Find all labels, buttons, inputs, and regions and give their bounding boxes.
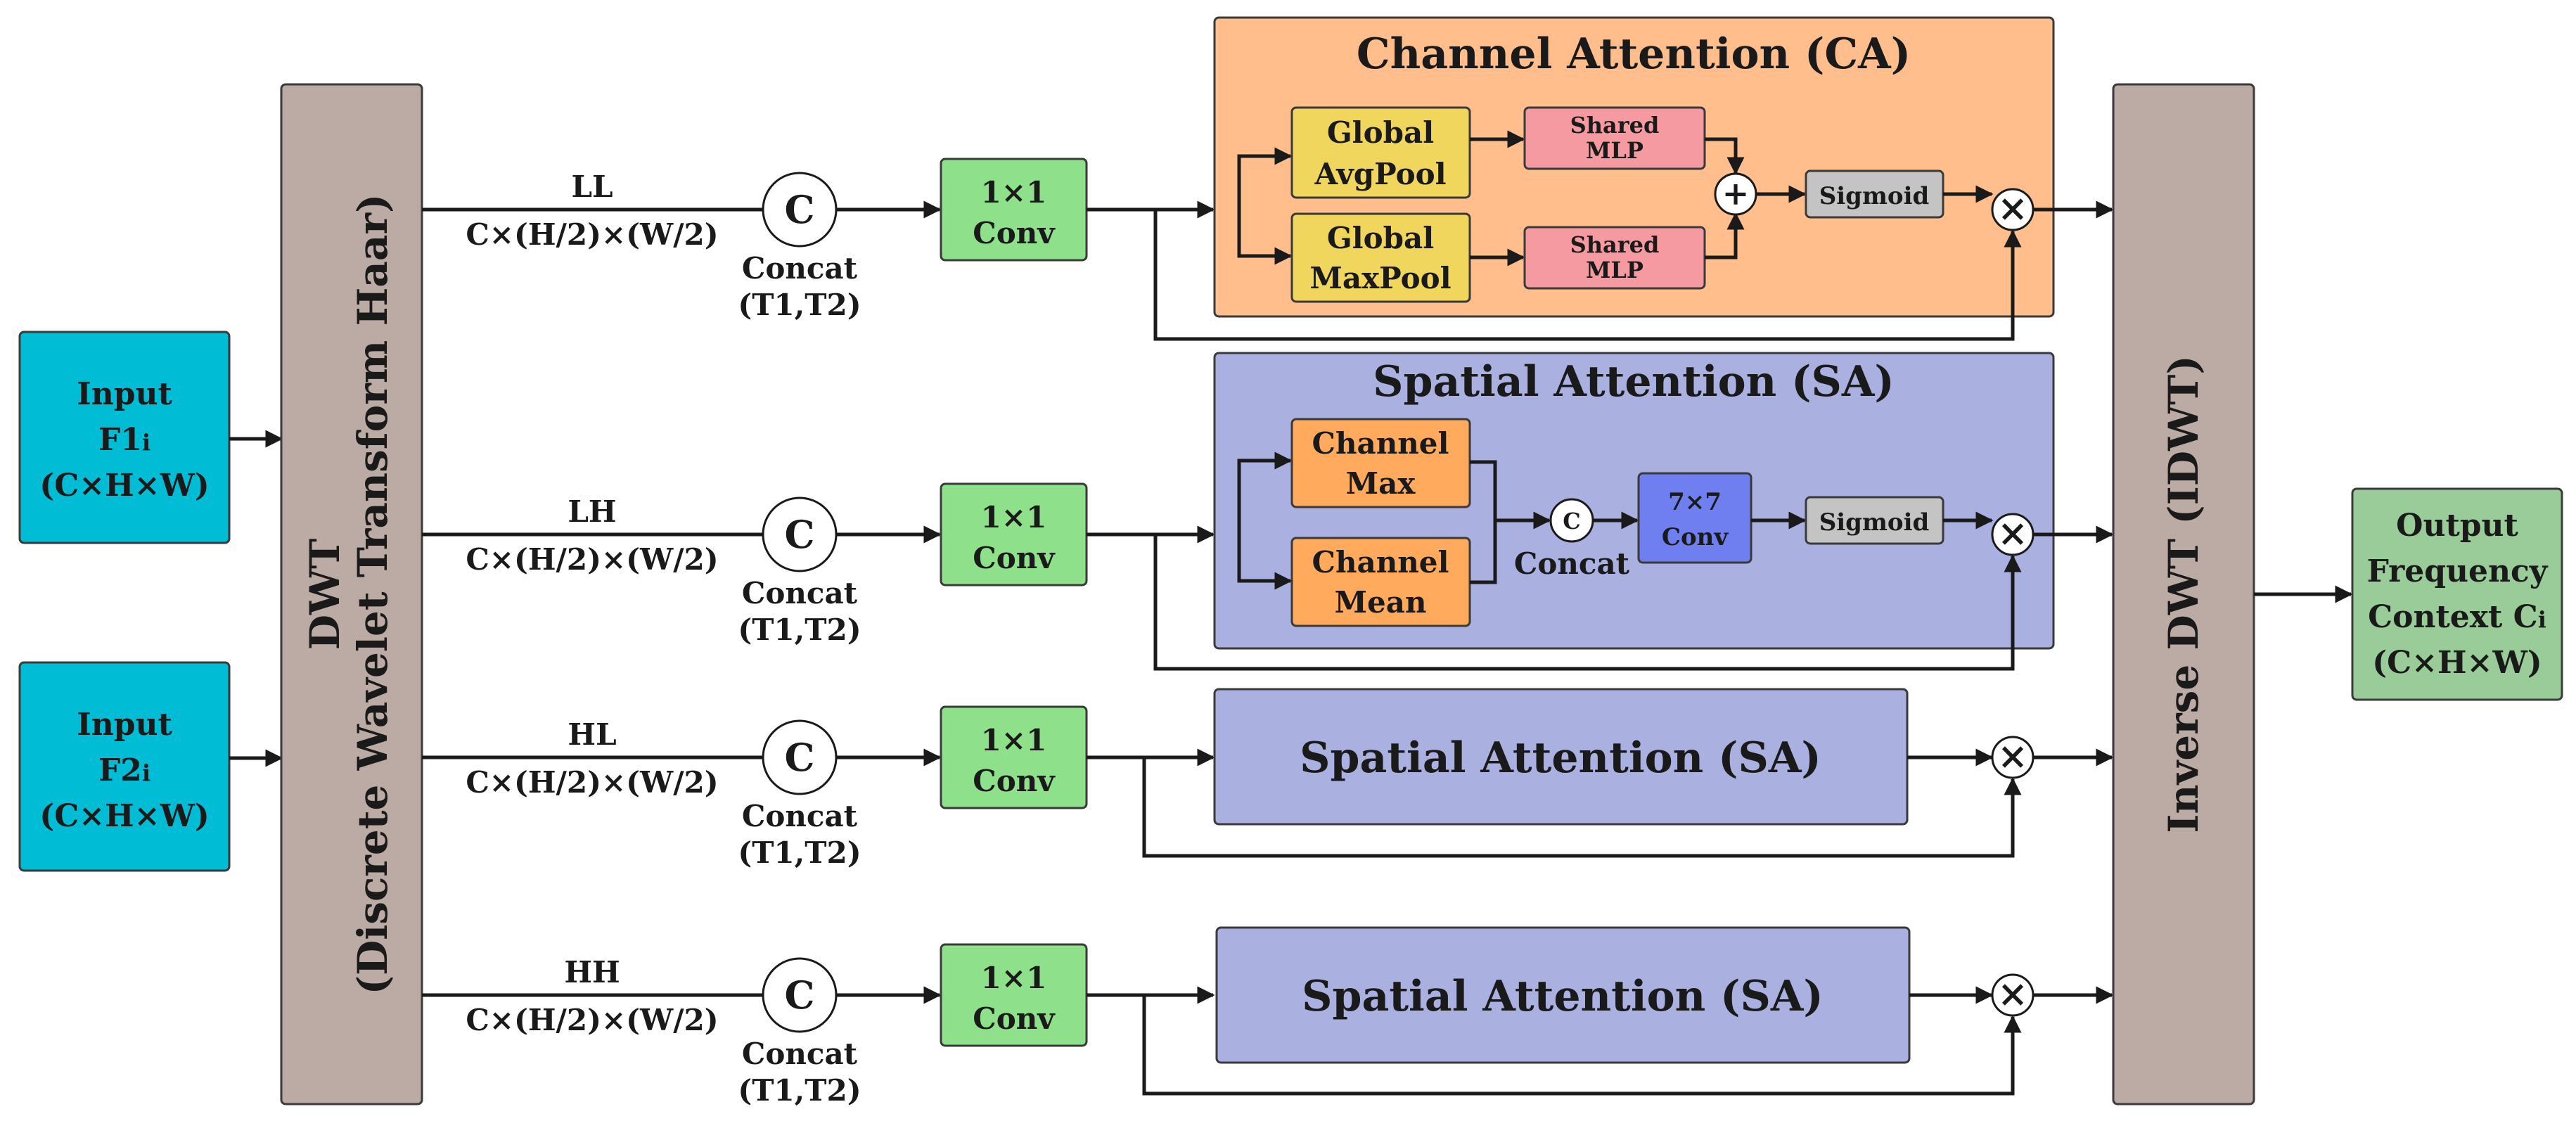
concat-args-ll: (T1,T2) bbox=[738, 288, 861, 322]
output-block: Output Frequency Context Ci (C×H×W) bbox=[2351, 487, 2563, 701]
input-f1-block: Input F1i (C×H×W) bbox=[18, 331, 231, 544]
input-f2-box bbox=[18, 661, 231, 872]
concat-label-hh: Concat bbox=[742, 1037, 858, 1071]
sa-conv7-label2: Conv bbox=[1662, 523, 1729, 551]
ca-sum-symbol: + bbox=[1722, 174, 1750, 212]
band-label-hh: HH bbox=[564, 955, 620, 989]
concat-args-hl: (T1,T2) bbox=[738, 835, 861, 870]
concat-symbol-hl: C bbox=[785, 735, 815, 780]
idwt-title: Inverse DWT (IDWT) bbox=[2160, 355, 2207, 833]
band-dims-hl: C×(H/2)×(W/2) bbox=[466, 765, 718, 800]
concat-args-lh: (T1,T2) bbox=[738, 613, 861, 647]
ca-maxpool-label1: Global bbox=[1327, 221, 1434, 255]
spatial-attention-panel: Spatial Attention (SA) Channel Max Chann… bbox=[1213, 352, 2055, 650]
concat-symbol-ll: C bbox=[785, 187, 815, 232]
conv1x1-label2-lh: Conv bbox=[973, 541, 1056, 575]
ca-mlp-top-label1: Shared bbox=[1570, 112, 1660, 139]
ca-avgpool-box bbox=[1290, 106, 1471, 199]
sa-hl-title: Spatial Attention (SA) bbox=[1300, 733, 1821, 783]
sa-sigmoid-label: Sigmoid bbox=[1819, 508, 1930, 537]
conv1x1-label2-hh: Conv bbox=[973, 1001, 1056, 1036]
spatial-attention-hl-panel: Spatial Attention (SA) bbox=[1213, 688, 1909, 826]
sa-hh-title: Spatial Attention (SA) bbox=[1302, 972, 1824, 1021]
multiply-symbol-hl: × bbox=[1997, 735, 2028, 778]
conv1x1-label2-ll: Conv bbox=[973, 216, 1056, 250]
sa-conv7-label1: 7×7 bbox=[1668, 488, 1722, 516]
channel-attention-panel: Channel Attention (CA) Global AvgPool Gl… bbox=[1213, 16, 2055, 318]
sa-channel-mean-label2: Mean bbox=[1335, 585, 1427, 620]
conv1x1-label1-lh: 1×1 bbox=[981, 500, 1047, 534]
ca-mlp-bottom-label2: MLP bbox=[1586, 257, 1643, 283]
conv1x1-label1-hh: 1×1 bbox=[981, 961, 1047, 995]
input-f1-dims: (C×H×W) bbox=[39, 468, 209, 504]
subband-branches: LLC×(H/2)×(W/2)CConcat(T1,T2)1×1ConvLHC×… bbox=[422, 158, 1215, 1108]
output-label1: Output bbox=[2396, 508, 2518, 544]
dwt-block: DWT (Discrete Wavelet Transform Haar) bbox=[280, 83, 423, 1105]
sa-title: Spatial Attention (SA) bbox=[1373, 357, 1895, 406]
arrow-sa-to-channel-mean bbox=[1237, 534, 1293, 590]
band-label-hl: HL bbox=[568, 717, 616, 752]
input-f1-label: Input bbox=[77, 376, 172, 412]
dwt-title: DWT bbox=[301, 539, 349, 650]
output-label2: Frequency bbox=[2367, 553, 2549, 589]
multiply-symbol-hh: × bbox=[1997, 973, 2028, 1015]
output-label3: Context Ci bbox=[2368, 599, 2546, 635]
conv1x1-label2-hl: Conv bbox=[973, 764, 1056, 798]
input-f2-dims: (C×H×W) bbox=[39, 798, 209, 834]
output-box bbox=[2351, 487, 2563, 701]
sa-channel-max-label2: Max bbox=[1346, 466, 1416, 501]
arrow-mlp-bottom-to-sum bbox=[1705, 212, 1745, 259]
band-dims-hh: C×(H/2)×(W/2) bbox=[466, 1003, 718, 1037]
band-label-ll: LL bbox=[571, 169, 613, 204]
arrow-sa-to-channel-max bbox=[1237, 451, 1293, 534]
concat-label-hl: Concat bbox=[742, 799, 858, 833]
multiply-symbol-lh: × bbox=[1997, 512, 2028, 555]
multiplier-nodes: × × × × bbox=[1142, 187, 2114, 1096]
dwt-subtitle: (Discrete Wavelet Transform Haar) bbox=[349, 194, 397, 995]
ca-sigmoid-label: Sigmoid bbox=[1819, 182, 1930, 210]
band-dims-ll: C×(H/2)×(W/2) bbox=[466, 217, 718, 252]
concat-args-hh: (T1,T2) bbox=[738, 1073, 861, 1108]
input-f2-name: F2i bbox=[98, 752, 150, 788]
sa-channel-max-label1: Channel bbox=[1312, 426, 1449, 461]
concat-label-lh: Concat bbox=[742, 576, 858, 610]
input-f2-label: Input bbox=[77, 707, 172, 743]
multiply-symbol-ll: × bbox=[1997, 187, 2028, 230]
concat-label-ll: Concat bbox=[742, 251, 858, 286]
skip-connection-ll bbox=[1153, 210, 2022, 341]
conv1x1-label1-hl: 1×1 bbox=[981, 723, 1047, 757]
output-label4: (C×H×W) bbox=[2372, 645, 2542, 681]
input-f2-block: Input F2i (C×H×W) bbox=[18, 661, 231, 872]
conv1x1-label1-ll: 1×1 bbox=[981, 175, 1047, 210]
sa-concat-symbol: C bbox=[1563, 508, 1580, 534]
ca-maxpool-label2: MaxPool bbox=[1309, 261, 1451, 295]
input-f1-name: F1i bbox=[98, 422, 150, 458]
skip-connection-hl bbox=[1142, 757, 2022, 858]
arrow-mlp-top-to-sum bbox=[1705, 137, 1745, 175]
ca-mlp-bottom-label1: Shared bbox=[1570, 231, 1660, 258]
dwt-box bbox=[280, 83, 423, 1105]
band-label-lh: LH bbox=[568, 494, 616, 529]
band-dims-lh: C×(H/2)×(W/2) bbox=[466, 542, 718, 577]
sa-channel-mean-label1: Channel bbox=[1312, 545, 1449, 579]
spatial-attention-hh-panel: Spatial Attention (SA) bbox=[1215, 926, 1911, 1064]
arrow-ca-to-maxpool bbox=[1237, 210, 1293, 265]
concat-symbol-lh: C bbox=[785, 512, 815, 557]
skip-connection-lh bbox=[1153, 534, 2022, 671]
arrow-ca-to-avgpool bbox=[1237, 147, 1293, 210]
ca-avgpool-label2: AvgPool bbox=[1314, 157, 1446, 191]
ca-mlp-top-label2: MLP bbox=[1586, 137, 1643, 164]
skip-connection-hh bbox=[1142, 995, 2022, 1096]
idwt-block: Inverse DWT (IDWT) bbox=[2112, 83, 2255, 1105]
ca-avgpool-label1: Global bbox=[1327, 115, 1434, 150]
ca-title: Channel Attention (CA) bbox=[1357, 30, 1911, 79]
concat-symbol-hh: C bbox=[785, 973, 815, 1018]
sa-conv7-box bbox=[1637, 472, 1752, 564]
sa-concat-label: Concat bbox=[1514, 546, 1630, 581]
